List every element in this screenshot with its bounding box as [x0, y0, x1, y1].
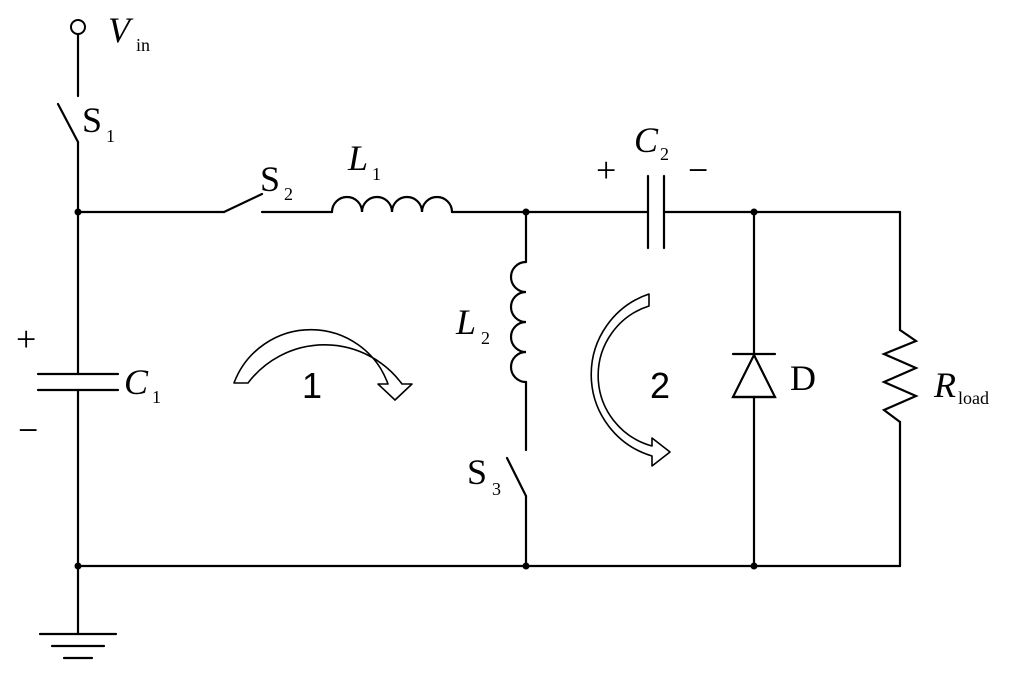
s2-label: S	[260, 159, 280, 199]
s2-subscript: 2	[284, 184, 293, 204]
rload-label: R	[933, 365, 956, 405]
vin-subscript: in	[136, 35, 150, 55]
l2-label: L	[455, 302, 476, 342]
vin-terminal	[70, 19, 86, 35]
c1-plus-sign: +	[16, 319, 36, 359]
junction-dot	[750, 562, 758, 570]
switch-s3-blade	[505, 456, 528, 498]
c2-plus-sign: +	[596, 150, 616, 190]
junction-dot	[74, 562, 82, 570]
rload-subscript: load	[958, 388, 989, 408]
l1-label: L	[347, 138, 368, 178]
loop-1-label: 1	[302, 365, 322, 406]
c1-subscript: 1	[152, 387, 161, 407]
s1-label: S	[82, 100, 102, 140]
junction-dot	[750, 208, 758, 216]
l1-subscript: 1	[372, 164, 381, 184]
s3-subscript: 3	[492, 479, 501, 499]
ground-symbol	[38, 632, 118, 660]
s1-subscript: 1	[106, 126, 115, 146]
c2-subscript: 2	[660, 144, 669, 164]
loop-2-label: 2	[650, 365, 670, 406]
c2-minus-sign: −	[688, 150, 708, 190]
l2-subscript: 2	[481, 328, 490, 348]
junction-dot	[74, 208, 82, 216]
switch-s1-blade	[56, 102, 80, 144]
diode-label: D	[790, 358, 816, 398]
inductor-l1	[330, 195, 454, 214]
inductor-l2	[509, 260, 528, 384]
s3-label: S	[467, 452, 487, 492]
c1-minus-sign: −	[18, 410, 38, 450]
c2-label: C	[634, 120, 659, 160]
loop-1-arrow	[233, 328, 413, 401]
junction-dot	[522, 562, 530, 570]
diode-d	[731, 352, 777, 399]
vin-label: V	[108, 10, 134, 50]
switch-s2-blade	[222, 192, 264, 214]
c1-label: C	[124, 362, 149, 402]
resistor-rload	[881, 328, 919, 424]
junction-dot	[522, 208, 530, 216]
loop-2-arrow	[590, 293, 671, 467]
